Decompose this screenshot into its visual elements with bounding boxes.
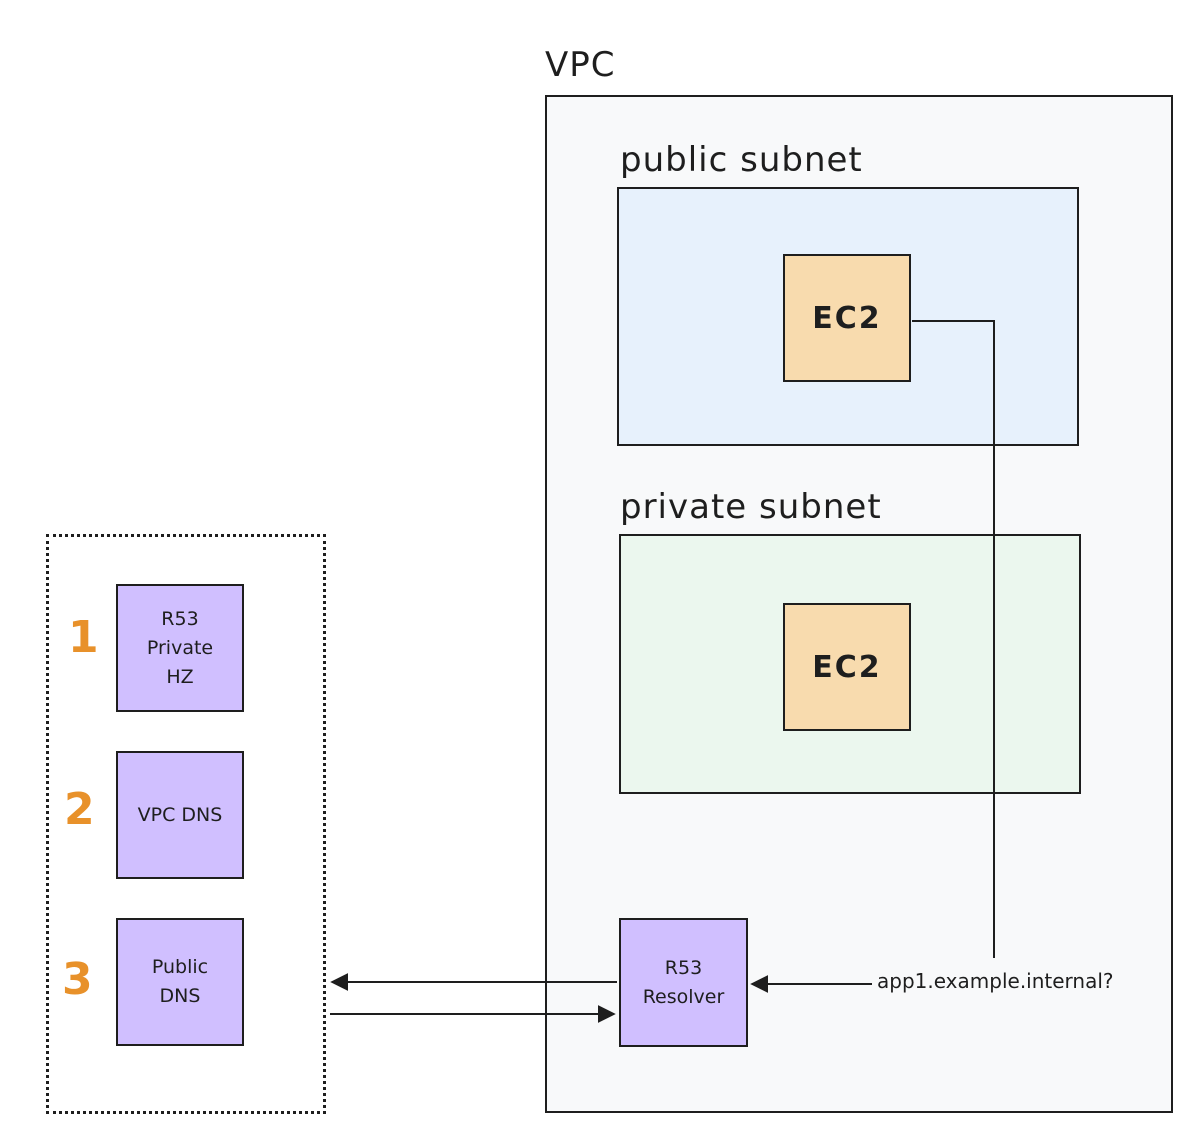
r53-resolver: R53 Resolver [619,918,748,1047]
public-dns: Public DNS [116,918,244,1046]
ec2-private-label: EC2 [812,649,882,685]
ec2-public-label: EC2 [812,300,882,336]
r53-resolver-label: R53 Resolver [642,956,725,1008]
resolution-order-group [46,534,326,1114]
private-subnet-label: private subnet [620,487,882,527]
r53-private-hz: R53 Private HZ [116,584,244,712]
step-number-1: 1 [68,612,99,663]
public-dns-label: Public DNS [151,956,209,1007]
step-number-3: 3 [62,954,93,1005]
vpc-dns: VPC DNS [116,751,244,879]
vpc-label: VPC [545,45,616,85]
public-subnet-label: public subnet [620,140,863,180]
r53-private-hz-label: R53 Private HZ [146,607,214,688]
vpc-dns-label: VPC DNS [137,803,223,826]
ec2-public: EC2 [783,254,911,382]
dns-query-label: app1.example.internal? [877,969,1114,993]
step-number-2: 2 [64,784,95,835]
ec2-private: EC2 [783,603,911,731]
